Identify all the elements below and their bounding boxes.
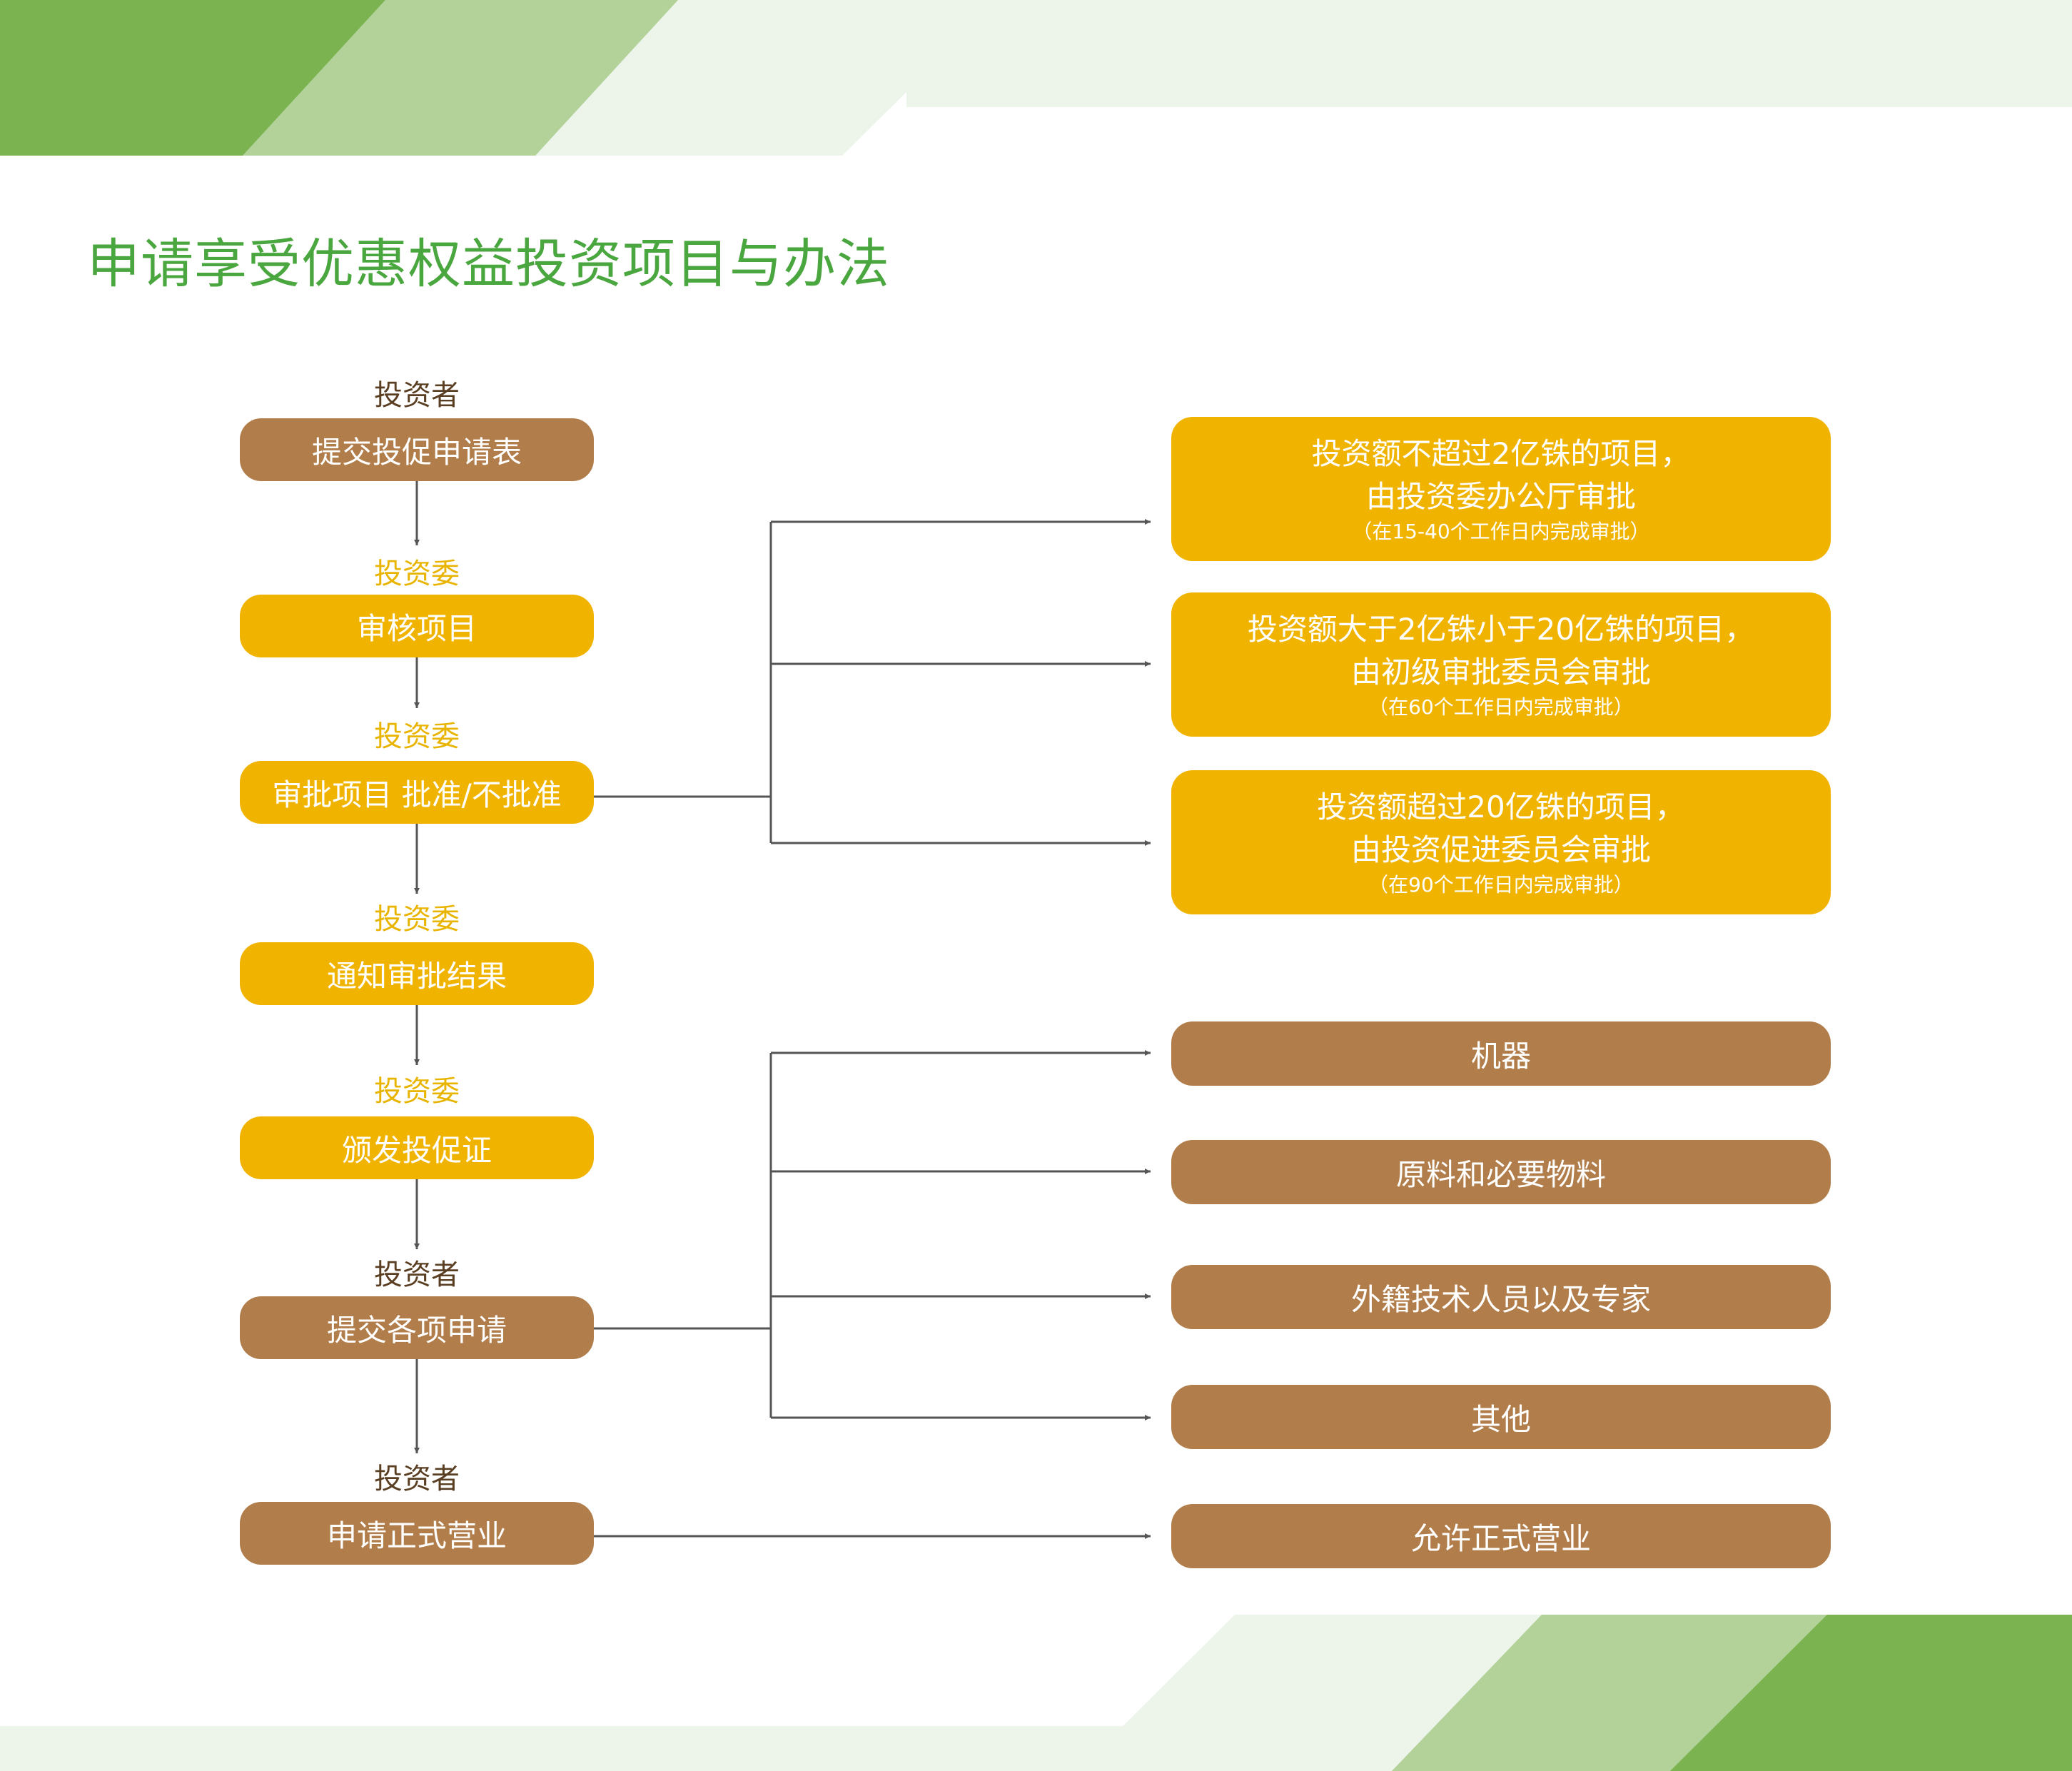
approval-tier-3-line2: 由投资促进委员会审批 <box>1350 832 1651 867</box>
approval-tier-1-line1: 投资额不超过2亿铢的项目， <box>1311 436 1691 471</box>
top-light-band <box>906 0 2072 107</box>
page-title: 申请享受优惠权益投资项目与办法 <box>87 233 890 295</box>
final-result-box: 允许正式营业 <box>1171 1504 1831 1568</box>
step-7-box: 申请正式营业 <box>240 1502 594 1565</box>
approval-tier-2-note: （在60个工作日内完成审批） <box>1368 695 1634 719</box>
approval-tier-1-note: （在15-40个工作日内完成审批） <box>1352 520 1650 543</box>
approval-tier-1-line2: 由投资委办公厅审批 <box>1365 479 1636 514</box>
top-dark-wedge <box>0 0 385 156</box>
step-7-role: 投资者 <box>374 1463 460 1495</box>
bottom-light-band <box>0 1726 1142 1771</box>
step-1-role: 投资者 <box>374 379 460 412</box>
application-branch-connector <box>594 1050 1151 1421</box>
step-5-box: 颁发投促证 <box>240 1116 594 1179</box>
step-6-box: 提交各项申请 <box>240 1296 594 1359</box>
approval-branch-connector <box>594 519 1151 846</box>
application-item-3: 外籍技术人员以及专家 <box>1171 1265 1831 1329</box>
top-mid-wedge <box>243 0 678 156</box>
application-item-1: 机器 <box>1171 1021 1831 1086</box>
bottom-dark-wedge <box>1670 1615 2072 1771</box>
step-1-box: 提交投促申请表 <box>240 418 594 481</box>
application-item-4: 其他 <box>1171 1385 1831 1449</box>
step-3-role: 投资委 <box>374 720 460 753</box>
step-5-role: 投资委 <box>374 1075 460 1108</box>
approval-tier-3-line1: 投资额超过20亿铢的项目， <box>1317 789 1685 824</box>
step-4-box: 通知审批结果 <box>240 942 594 1005</box>
approval-tier-2-line2: 由初级审批委员会审批 <box>1350 655 1651 690</box>
approval-tier-2: 投资额大于2亿铢小于20亿铢的项目， 由初级审批委员会审批 （在60个工作日内完… <box>1171 592 1831 737</box>
step-3-box: 审批项目 批准/不批准 <box>240 761 594 824</box>
step-2-role: 投资委 <box>374 557 460 590</box>
approval-tier-3: 投资额超过20亿铢的项目， 由投资促进委员会审批 （在90个工作日内完成审批） <box>1171 770 1831 914</box>
approval-tier-1: 投资额不超过2亿铢的项目， 由投资委办公厅审批 （在15-40个工作日内完成审批… <box>1171 417 1831 561</box>
approval-tier-3-note: （在90个工作日内完成审批） <box>1368 873 1634 897</box>
step-2-box: 审核项目 <box>240 595 594 657</box>
approval-tier-2-line1: 投资额大于2亿铢小于20亿铢的项目， <box>1247 612 1755 647</box>
application-item-2: 原料和必要物料 <box>1171 1140 1831 1204</box>
step-6-role: 投资者 <box>374 1258 460 1291</box>
step-4-role: 投资委 <box>374 903 460 936</box>
